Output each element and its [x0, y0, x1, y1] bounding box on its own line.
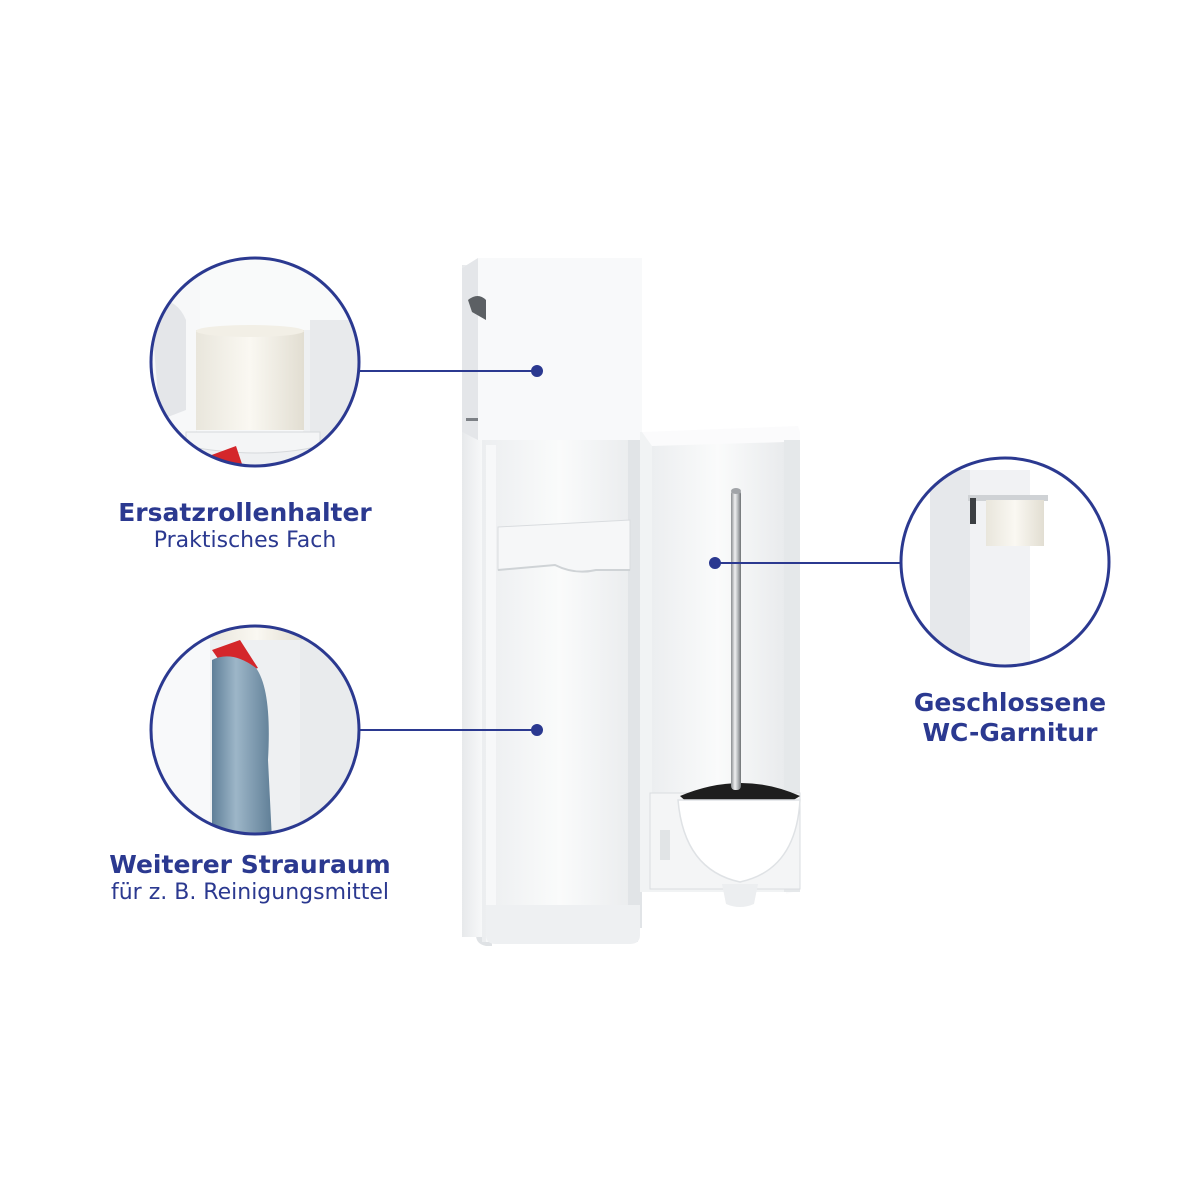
brush-handle: [731, 490, 741, 790]
toilet-roll: [196, 330, 304, 434]
callout-title-line2: WC-Garnitur: [922, 718, 1098, 747]
dispenser-slot: [468, 296, 486, 320]
callout-title: Weiterer Strauraum: [109, 850, 391, 879]
compartment-edge: [486, 445, 496, 942]
brush-cabinet: [640, 426, 801, 907]
callout-label-storage: Weiterer Strauraum für z. B. Reinigungsm…: [60, 850, 440, 906]
inner-shelf: [497, 519, 631, 573]
detail-circle-storage: [149, 624, 361, 836]
callout-lines: [359, 365, 900, 736]
brush-holder: [677, 799, 801, 883]
callout-label-roll-holder: Ersatzrollenhalter Praktisches Fach: [90, 498, 400, 554]
compartment-floor: [486, 905, 640, 944]
compartment-edge-right: [628, 438, 642, 928]
callout-title: Geschlossene: [913, 688, 1107, 717]
callout-dot: [709, 557, 721, 569]
callout-dot: [531, 724, 543, 736]
detail-circle-closed: [899, 456, 1111, 668]
detail-circle-roll: [149, 256, 361, 468]
callout-subtitle: für z. B. Reinigungsmittel: [110, 880, 390, 905]
cabinet-unit: [462, 258, 642, 946]
side-slit: [466, 418, 478, 421]
cleaning-bottle: [212, 656, 272, 834]
storage-compartment: [482, 440, 638, 942]
callout-title: Ersatzrollenhalter: [118, 498, 372, 527]
callout-dot: [531, 365, 543, 377]
callout-label-closed-set: Geschlossene WC-Garnitur: [870, 688, 1150, 748]
callout-subtitle: Praktisches Fach: [153, 528, 337, 553]
